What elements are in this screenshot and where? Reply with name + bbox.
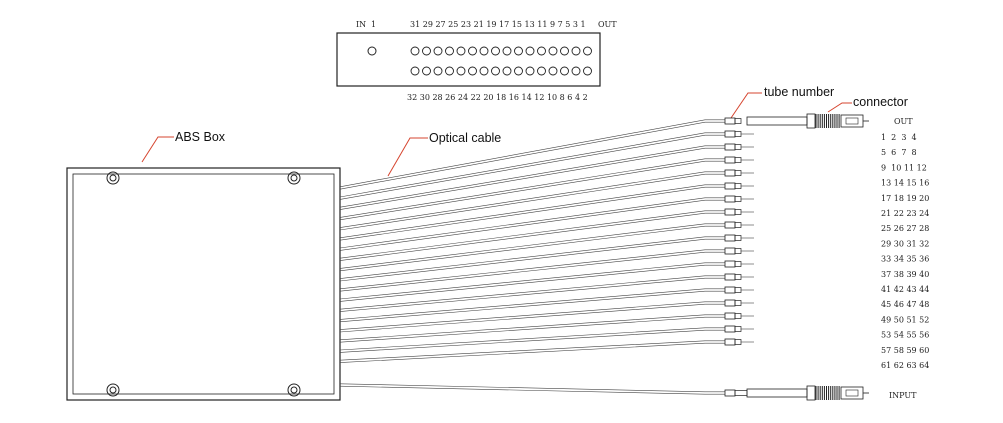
out-table-row: 61 62 63 64	[881, 361, 929, 370]
panel-output-port	[548, 46, 558, 56]
panel-output-port	[445, 46, 454, 56]
fiber-tube	[339, 117, 742, 190]
panel-top-port-numbers: 31 29 27 25 23 21 19 17 15 13 11 9 7 5 3…	[410, 20, 586, 29]
abs-box-label: ABS Box	[175, 130, 226, 144]
out-table-row: 9 10 11 12	[881, 163, 927, 172]
fiber-tube	[339, 169, 754, 231]
panel-output-port	[433, 46, 443, 56]
output-connector	[746, 113, 869, 129]
tube-number-label: tube number	[764, 85, 834, 99]
panel-output-port	[468, 66, 477, 76]
out-table-row: 33 34 35 36	[881, 255, 929, 264]
panel-output-port	[560, 66, 569, 76]
panel-output-port	[491, 66, 500, 76]
out-table-row: 25 26 27 28	[881, 224, 929, 233]
panel-output-port	[537, 46, 546, 56]
fiber-bundle	[339, 117, 754, 397]
panel-output-port	[479, 66, 489, 76]
out-table-header: OUT	[894, 117, 913, 126]
fiber-tube	[339, 130, 754, 200]
panel-output-port	[583, 66, 592, 76]
fiber-tube	[339, 260, 754, 302]
panel-output-port	[422, 66, 431, 76]
panel-output-port	[456, 66, 466, 76]
panel-input-port	[367, 46, 377, 56]
panel-output-port	[537, 66, 546, 76]
callout-connector: connector	[827, 95, 908, 113]
input-label: INPUT	[889, 391, 917, 400]
panel-output-port	[560, 46, 569, 56]
out-table-row: 17 18 19 20	[881, 194, 929, 203]
panel-output-port	[479, 46, 489, 56]
out-table-row: 21 22 23 24	[881, 209, 929, 218]
panel-output-port	[525, 46, 535, 56]
fiber-tube	[339, 325, 754, 353]
panel-in-label: IN	[356, 20, 366, 29]
screw-hole	[106, 171, 120, 185]
out-table-row: 1 2 3 4	[881, 133, 917, 142]
out-table-row: 49 50 51 52	[881, 315, 929, 324]
fiber-tube	[339, 234, 754, 282]
fiber-tube	[339, 273, 754, 312]
out-table-row: 45 46 47 48	[881, 300, 929, 309]
panel-output-port	[502, 66, 512, 76]
fiber-tube	[339, 143, 754, 210]
panel-output-port	[514, 66, 523, 76]
panel-output-port	[410, 46, 420, 56]
panel-in-number: 1	[371, 20, 376, 29]
callout-abs-box: ABS Box	[141, 130, 226, 163]
callout-tube-number: tube number	[730, 85, 834, 119]
panel-output-port	[571, 66, 581, 76]
fiber-tube	[339, 247, 754, 292]
panel-output-port	[433, 66, 443, 76]
out-table-row: 5 6 7 8	[881, 148, 917, 157]
screw-hole	[287, 383, 301, 397]
fiber-tube	[339, 182, 754, 241]
panel-bottom-port-numbers: 32 30 28 26 24 22 20 18 16 14 12 10 8 6 …	[407, 93, 588, 102]
panel-output-port	[468, 46, 477, 56]
fiber-tube	[339, 338, 754, 363]
panel-output-port	[502, 46, 512, 56]
panel-output-port	[514, 46, 523, 56]
out-table-row: 29 30 31 32	[881, 239, 929, 248]
input-connector	[746, 385, 869, 401]
fiber-tube	[339, 195, 754, 251]
fiber-tube	[339, 312, 754, 343]
panel-output-port	[445, 66, 454, 76]
out-table-row: 53 54 55 56	[881, 331, 929, 340]
panel-output-ports	[410, 46, 592, 76]
panel-output-port	[410, 66, 420, 76]
fiber-tube	[339, 208, 754, 261]
panel-output-port	[525, 66, 535, 76]
front-panel: IN 1 31 29 27 25 23 21 19 17 15 13 11 9 …	[336, 20, 617, 102]
callout-optical-cable: Optical cable	[387, 131, 501, 177]
out-table-row: 41 42 43 44	[881, 285, 929, 294]
panel-output-port	[456, 46, 466, 56]
panel-output-port	[583, 46, 592, 56]
connector-label: connector	[853, 95, 908, 109]
screw-hole	[287, 171, 301, 185]
input-fiber	[339, 383, 748, 397]
fiber-tube	[339, 286, 754, 323]
abs-box	[66, 167, 341, 401]
panel-output-port	[491, 46, 500, 56]
screw-hole	[106, 383, 120, 397]
out-table-row: 37 38 39 40	[881, 270, 929, 279]
panel-output-port	[571, 46, 581, 56]
panel-out-label: OUT	[598, 20, 617, 29]
panel-output-port	[422, 46, 431, 56]
output-number-table: OUT 1 2 3 4 5 6 7 8 9 10 11 12 13 14 15 16 1…	[881, 117, 929, 370]
out-table-row: 13 14 15 16	[881, 179, 929, 188]
out-table-row: 57 58 59 60	[881, 346, 929, 355]
fiber-tube	[339, 299, 754, 333]
optical-cable-label: Optical cable	[429, 131, 501, 145]
fiber-tube	[339, 156, 754, 221]
fiber-tube	[339, 221, 754, 272]
panel-output-port	[548, 66, 558, 76]
